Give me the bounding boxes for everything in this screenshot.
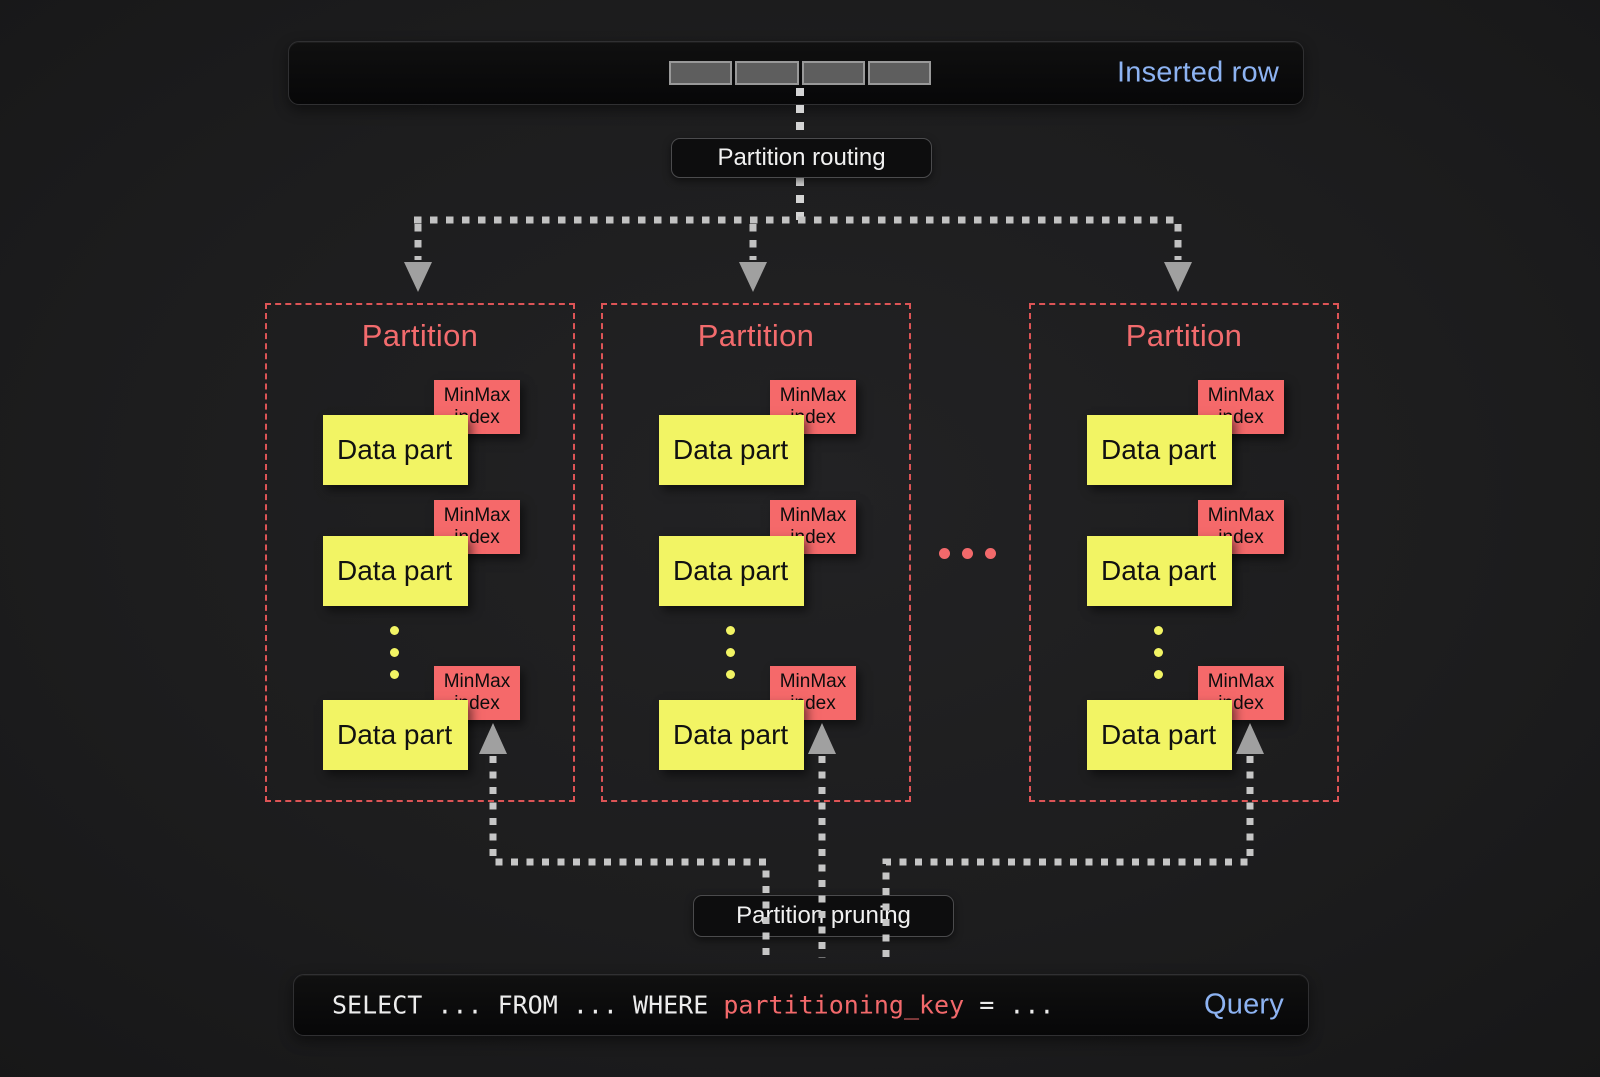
data-part-box: Data part [323, 415, 468, 485]
partition-title: Partition [1125, 318, 1243, 353]
data-part-box: Data part [659, 700, 804, 770]
more-parts-dots [1154, 626, 1163, 679]
row-segment [735, 61, 799, 85]
dot [726, 648, 735, 657]
more-partitions-ellipsis [939, 548, 996, 559]
partition-pruning-text: Partition pruning [736, 902, 911, 929]
data-part-box: Data part [1087, 415, 1232, 485]
ellipsis-dot [985, 548, 996, 559]
sql-partitioning-key: partitioning_key [723, 990, 965, 1020]
partition-box-2: Partition MinMax index Data part MinMax … [601, 303, 911, 802]
down-arrowhead-2 [739, 262, 767, 292]
sql-query-text: SELECT ... FROM ... WHERE partitioning_k… [332, 991, 1054, 1020]
partition-routing-text: Partition routing [717, 144, 886, 171]
row-segment [669, 61, 733, 85]
dot [390, 670, 399, 679]
partition-box-1: Partition MinMax index Data part MinMax … [265, 303, 575, 802]
row-segments [669, 61, 931, 85]
ellipsis-dot [939, 548, 950, 559]
partition-box-3: Partition MinMax index Data part MinMax … [1029, 303, 1339, 802]
inserted-row-label: Inserted row [1117, 56, 1279, 89]
more-parts-dots [390, 626, 399, 679]
dot [390, 648, 399, 657]
data-part-box: Data part [1087, 536, 1232, 606]
dot [1154, 670, 1163, 679]
data-part-box: Data part [659, 415, 804, 485]
data-part-box: Data part [659, 536, 804, 606]
query-label: Query [1204, 988, 1284, 1021]
data-part-box: Data part [1087, 700, 1232, 770]
row-segment [867, 61, 931, 85]
ellipsis-dot [962, 548, 973, 559]
sql-after: = ... [964, 990, 1055, 1020]
sql-before: SELECT ... FROM ... WHERE [332, 990, 724, 1020]
partition-title: Partition [361, 318, 479, 353]
partition-title: Partition [697, 318, 815, 353]
partition-routing-label: Partition routing [671, 138, 932, 178]
more-parts-dots [726, 626, 735, 679]
down-arrowhead-1 [404, 262, 432, 292]
dot [726, 670, 735, 679]
inserted-row-bar: Inserted row [288, 41, 1304, 105]
data-part-box: Data part [323, 536, 468, 606]
query-bar: SELECT ... FROM ... WHERE partitioning_k… [293, 974, 1309, 1036]
partition-pruning-label: Partition pruning [693, 895, 954, 937]
minmax-index-tag: MinMax index [434, 500, 520, 554]
dot [390, 626, 399, 635]
down-arrowhead-3 [1164, 262, 1192, 292]
dot [1154, 626, 1163, 635]
row-segment [801, 61, 865, 85]
dot [1154, 648, 1163, 657]
data-part-box: Data part [323, 700, 468, 770]
dot [726, 626, 735, 635]
